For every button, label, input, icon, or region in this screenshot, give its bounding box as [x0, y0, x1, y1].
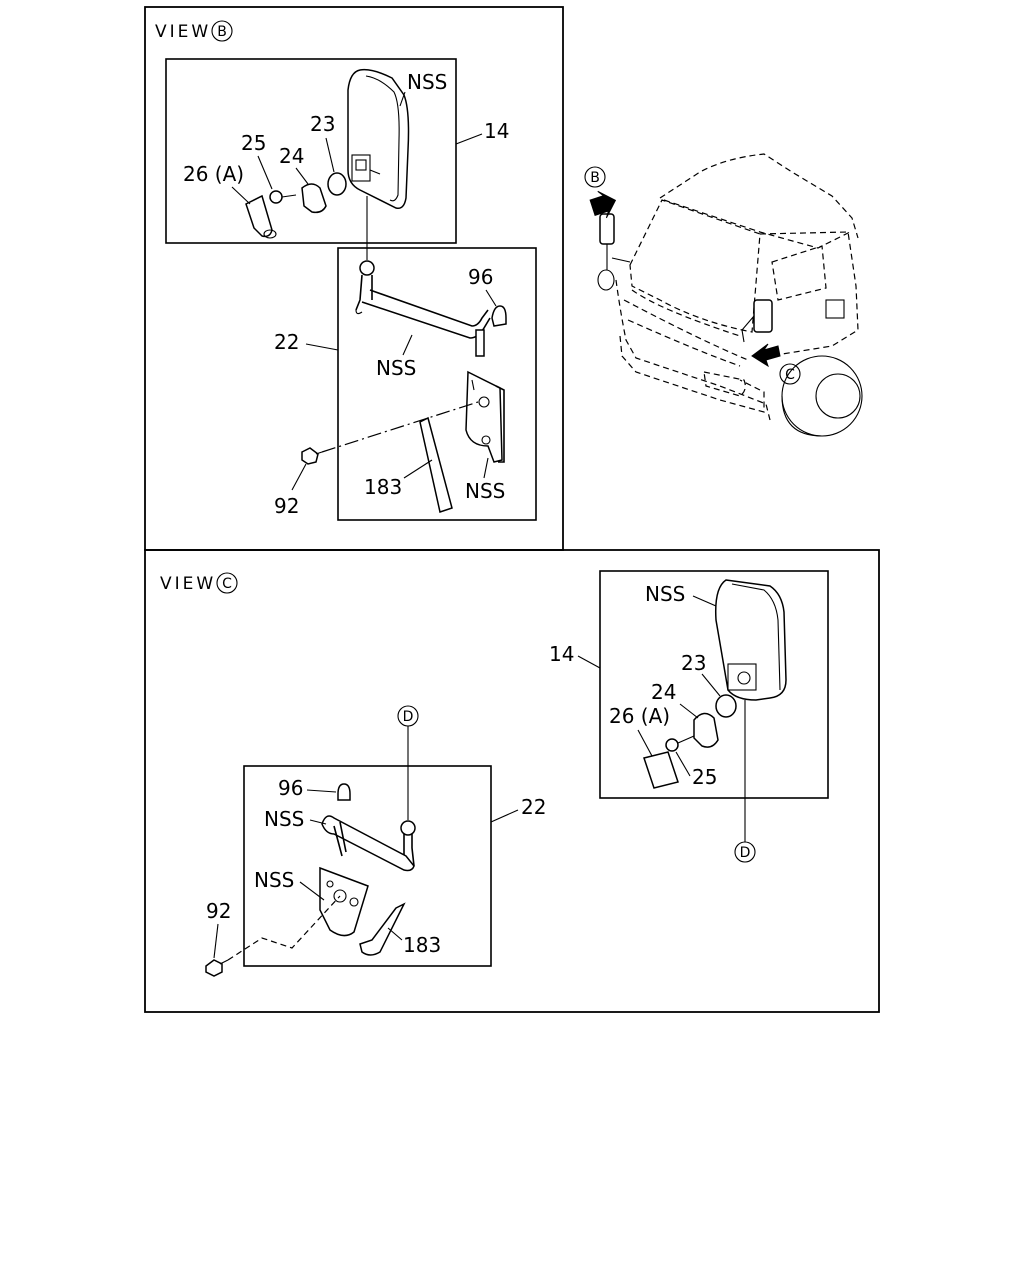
view-b-part-96 — [491, 305, 507, 327]
view-c-label-14: 14 — [549, 642, 574, 666]
view-b-bracket — [465, 370, 505, 463]
view-b-label-23: 23 — [310, 112, 335, 136]
view-c-label-25: 25 — [692, 765, 717, 789]
view-c-mirror-head — [714, 579, 787, 701]
view-c-title-circle — [216, 572, 238, 594]
view-c-part-92 — [205, 959, 229, 977]
view-c: VIEW C NSS 14 23 24 26 (A) 25 — [160, 572, 787, 977]
view-b-label-183: 183 — [364, 475, 402, 499]
view-b-arm-box — [337, 247, 537, 521]
view-c-part-24 — [693, 712, 719, 748]
view-c-label-nss-mirror: NSS — [645, 582, 685, 606]
arrow-c-icon — [751, 343, 781, 368]
view-b-label-24: 24 — [279, 144, 304, 168]
view-b-title-letter: B — [217, 24, 227, 40]
view-c-part-23 — [715, 694, 737, 718]
view-c-title: VIEW — [160, 574, 216, 594]
view-c-frame — [144, 549, 880, 1013]
view-b-label-nss-bracket: NSS — [465, 479, 505, 503]
view-c-part-183 — [359, 902, 406, 956]
view-b-part-23 — [327, 172, 347, 196]
view-b-mirror-head — [347, 68, 410, 210]
view-b-label-14: 14 — [484, 119, 509, 143]
view-c-bracket — [319, 866, 369, 937]
view-c-label-nss-arm: NSS — [264, 807, 304, 831]
frames — [144, 6, 880, 1013]
view-b-label-26a: 26 (A) — [183, 162, 244, 186]
view-b-label-25: 25 — [241, 131, 266, 155]
view-c-label-92: 92 — [206, 899, 231, 923]
view-b-title: VIEW — [155, 22, 211, 42]
truck-ref-c: C — [785, 367, 795, 383]
view-c-label-96: 96 — [278, 776, 303, 800]
view-c-label-nss-bracket: NSS — [254, 868, 294, 892]
view-b-part-24 — [301, 183, 327, 214]
view-b-label-nss-mirror: NSS — [407, 70, 447, 94]
truck-overview: B C — [584, 153, 863, 437]
view-b-label-96: 96 — [468, 265, 493, 289]
view-b-part-25 — [269, 190, 283, 204]
view-b-label-92: 92 — [274, 494, 299, 518]
view-c-title-letter: C — [222, 576, 232, 592]
view-b-label-22: 22 — [274, 330, 299, 354]
view-b-arm — [355, 260, 507, 357]
view-b-mirror-box — [165, 58, 457, 244]
view-c-arm — [321, 783, 416, 872]
view-c-mirror-box — [599, 570, 829, 799]
arrow-b-icon — [589, 190, 617, 219]
view-b-label-nss-arm: NSS — [376, 356, 416, 380]
view-c-part-96 — [337, 783, 351, 801]
view-c-ref-d-top: D — [403, 709, 414, 725]
view-b-part-92 — [301, 447, 323, 465]
view-c-label-22: 22 — [521, 795, 546, 819]
view-c-label-23: 23 — [681, 651, 706, 675]
view-c-arm-box — [243, 765, 492, 967]
view-c-label-24: 24 — [651, 680, 676, 704]
view-b: VIEW B NSS 14 23 24 25 26 (A) — [155, 20, 509, 518]
view-c-ref-d-bottom: D — [740, 845, 751, 861]
view-c-label-26a: 26 (A) — [609, 704, 670, 728]
view-c-part-26a — [643, 751, 679, 789]
truck-ref-b: B — [590, 170, 600, 186]
view-c-label-183: 183 — [403, 933, 441, 957]
view-c-part-25 — [665, 738, 679, 752]
view-b-title-circle — [211, 20, 233, 42]
